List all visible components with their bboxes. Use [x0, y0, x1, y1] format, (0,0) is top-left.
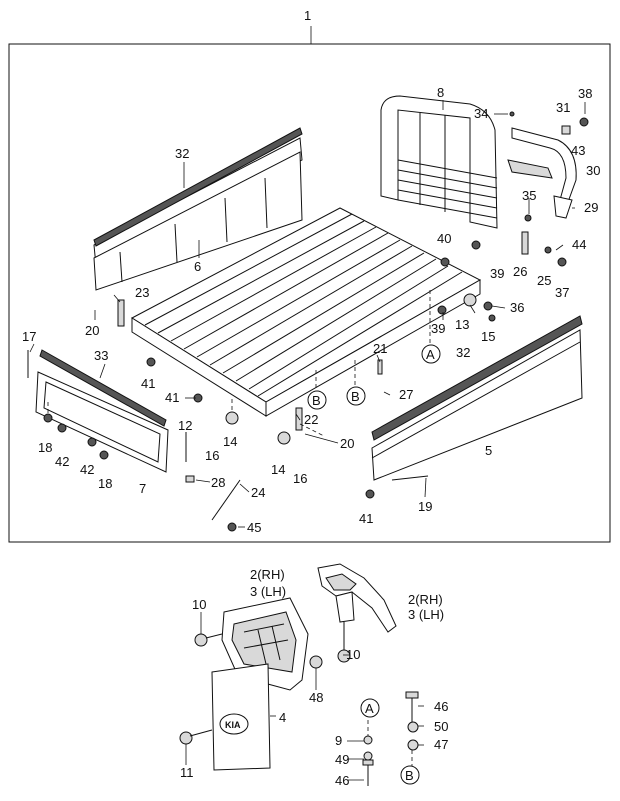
callout: 23: [135, 285, 149, 300]
leader-lines: [29, 100, 586, 528]
connector-label: B: [351, 389, 360, 404]
callout: 31: [556, 100, 570, 115]
callout: 39: [490, 266, 504, 281]
callout: 30: [586, 163, 600, 178]
callout: 34: [474, 106, 488, 121]
connector-label: A: [426, 347, 435, 362]
callout: 35: [522, 188, 536, 203]
connector-b-1: [307, 390, 327, 410]
callout: 10: [192, 597, 206, 612]
connector-a-2: [360, 698, 380, 718]
bracket-part-30: [507, 127, 577, 219]
callout: 17: [22, 329, 36, 344]
callout: 29: [584, 200, 598, 215]
callout: 47: [434, 737, 448, 752]
callout: 2(RH): [250, 567, 285, 582]
callout: 28: [211, 475, 225, 490]
callout: 45: [247, 520, 261, 535]
callout: 37: [555, 285, 569, 300]
truck-bed-floor: [130, 207, 482, 417]
callout: 16: [205, 448, 219, 463]
headboard-part-8: [380, 95, 498, 229]
callout: 49: [335, 752, 349, 767]
callout-labels: 1 8 34 31 38 32 43 30 35 29 40 26 44 6 3…: [22, 8, 600, 788]
side-gate-part-6: [93, 127, 303, 291]
callout: 46: [434, 699, 448, 714]
kia-logo-text: KIA: [225, 720, 241, 730]
callout: 18: [38, 440, 52, 455]
callout: 21: [373, 341, 387, 356]
callout: 6: [194, 259, 201, 274]
callout: 32: [456, 345, 470, 360]
callout: 43: [571, 143, 585, 158]
assembly-frame: [8, 43, 611, 543]
connector-label: A: [365, 701, 374, 716]
callout: 48: [309, 690, 323, 705]
connector-markers: A B B A B: [307, 344, 441, 785]
dashed-lines: [47, 290, 431, 437]
callout: 16: [293, 471, 307, 486]
callout: 44: [572, 237, 586, 252]
callout: 39: [431, 321, 445, 336]
callout: 12: [178, 418, 192, 433]
callout: 20: [85, 323, 99, 338]
callout: 19: [418, 499, 432, 514]
callout: 50: [434, 719, 448, 734]
callout: 18: [98, 476, 112, 491]
connector-label: B: [312, 393, 321, 408]
callout: 42: [55, 454, 69, 469]
callout: 14: [223, 434, 237, 449]
callout: 41: [165, 390, 179, 405]
connector-b-2: [346, 386, 366, 406]
callout: 11: [180, 765, 194, 780]
callout: 10: [346, 647, 360, 662]
callout: 9: [335, 733, 342, 748]
callout: 4: [279, 710, 286, 725]
tail-gate-part-7: [35, 349, 169, 473]
callout: 32: [175, 146, 189, 161]
callout: 36: [510, 300, 524, 315]
connector-a-1: [421, 344, 441, 364]
callout: 22: [304, 412, 318, 427]
callout: 27: [399, 387, 413, 402]
callout: 42: [80, 462, 94, 477]
callout: 5: [485, 443, 492, 458]
connector-b-3: [400, 765, 420, 785]
callout: 7: [139, 481, 146, 496]
mudguard-lh-part: KIA: [179, 597, 323, 771]
callout: 33: [94, 348, 108, 363]
bottom-leader-lines: [185, 612, 424, 781]
callout: 15: [481, 329, 495, 344]
callout: 46: [335, 773, 349, 788]
callout: 40: [437, 231, 451, 246]
callout: 38: [578, 86, 592, 101]
connector-label: B: [405, 768, 414, 783]
callout: 26: [513, 264, 527, 279]
callout: 8: [437, 85, 444, 100]
callout: 14: [271, 462, 285, 477]
callout: 41: [359, 511, 373, 526]
callout: 3 (LH): [408, 607, 444, 622]
callout: 3 (LH): [250, 584, 286, 599]
mudguard-rh-part: [317, 563, 397, 663]
callout: 41: [141, 376, 155, 391]
callout: 2(RH): [408, 592, 443, 607]
callout: 24: [251, 485, 265, 500]
callout: 1: [304, 8, 311, 23]
side-gate-part-5: [371, 315, 583, 481]
callout: 25: [537, 273, 551, 288]
callout: 13: [455, 317, 469, 332]
callout: 20: [340, 436, 354, 451]
